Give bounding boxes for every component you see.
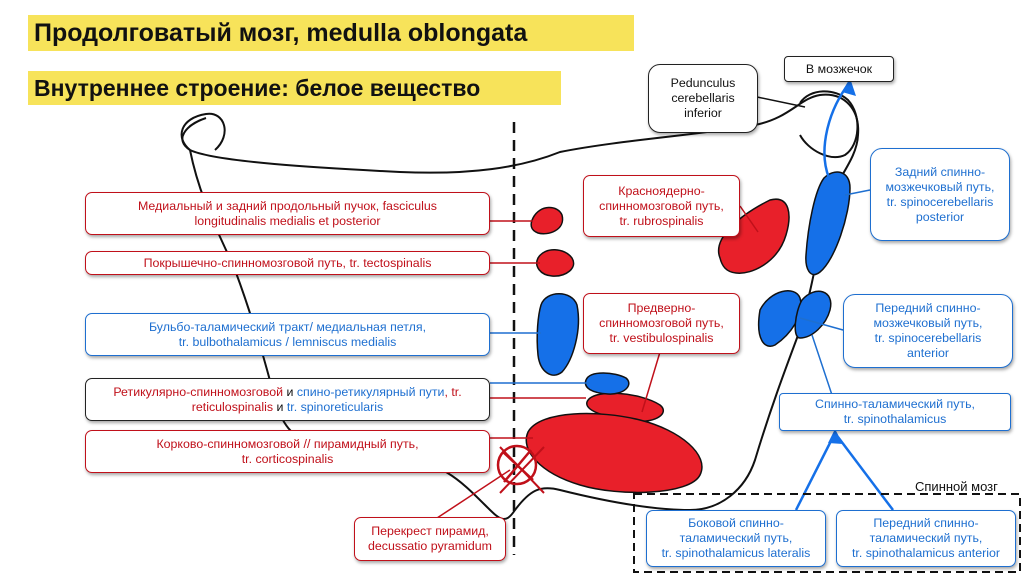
tectospinalis-shape: [536, 249, 575, 277]
decussation-circle: [496, 444, 538, 486]
lemniscus-label: Бульбо-таламический тракт/ медиальная пе…: [85, 313, 490, 356]
fasciculus-longitudinalis-shape: [530, 206, 564, 235]
pedunculus-label: Pedunculus cerebellaris inferior: [648, 64, 758, 133]
rubrospinalis-label: Красноядерно- спинномозговой путь, tr. r…: [583, 175, 740, 237]
spinothalamicus-anterior-label: Передний спинно- таламический путь, tr. …: [836, 510, 1016, 567]
right-lobe: [799, 90, 859, 158]
page-title: Продолговатый мозг, medulla oblongata: [28, 15, 634, 51]
spinocerebellaris-anterior-label: Передний спинно- мозжечковый путь, tr. s…: [843, 294, 1013, 368]
spinal-cord-label: Спинной мозг: [915, 479, 998, 494]
vestibulospinalis-label: Предверно- спинномозговой путь, tr. vest…: [583, 293, 740, 354]
spinothalamicus-label: Спинно-таламический путь, tr. spinothala…: [779, 393, 1011, 431]
pyramid-shape: [525, 412, 703, 494]
spinal-cord-box: [633, 493, 1021, 573]
spinothalamicus-shape: [794, 290, 832, 339]
to-cerebellum-label: В мозжечок: [784, 56, 894, 82]
spinocerebellaris-posterior-shape: [805, 171, 851, 276]
spinoreticularis-shape: [584, 372, 630, 395]
fasciculus-label: Медиальный и задний продольный пучок, fa…: [85, 192, 490, 235]
page-subtitle: Внутреннее строение: белое вещество: [28, 71, 561, 105]
spinocerebellaris-posterior-label: Задний спинно- мозжечковый путь, tr. spi…: [870, 148, 1010, 241]
decussatio-label: Перекрест пирамид, decussatio pyramidum: [354, 517, 506, 561]
corticospinalis-label: Корково-спинномозговой // пирамидный пут…: [85, 430, 490, 473]
spinocerebellaris-anterior-shape: [758, 290, 802, 347]
lemniscus-medialis-shape: [536, 293, 580, 376]
tectospinalis-label: Покрышечно-спинномозговой путь, tr. tect…: [85, 251, 490, 275]
left-lobe: [180, 112, 226, 151]
reticulospinalis-label: Ретикулярно-спинномозговой и спино-ретик…: [85, 378, 490, 421]
spinothalamicus-lateralis-label: Боковой спинно- таламический путь, tr. s…: [646, 510, 826, 567]
